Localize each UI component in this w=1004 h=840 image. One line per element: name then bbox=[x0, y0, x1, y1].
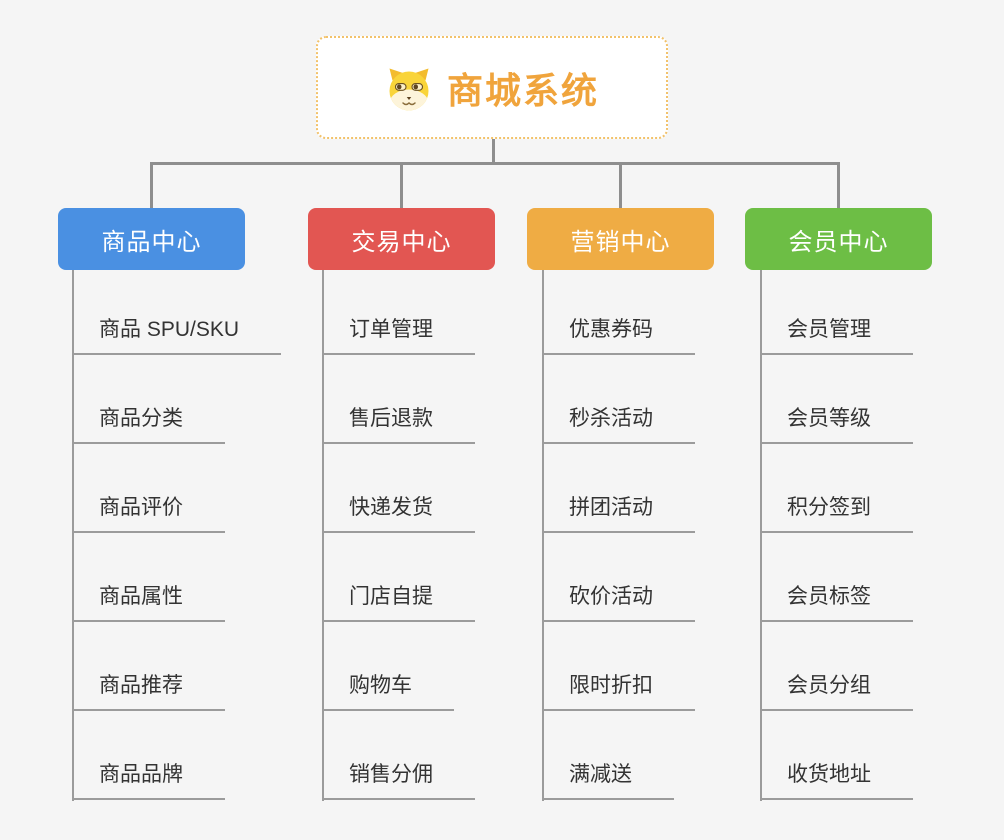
leaf-node[interactable]: 会员等级 bbox=[760, 402, 913, 444]
leaf-node[interactable]: 订单管理 bbox=[322, 313, 475, 355]
leaf-node[interactable]: 商品 SPU/SKU bbox=[72, 313, 282, 355]
branch-spine-2 bbox=[322, 270, 324, 801]
root-node[interactable]: 商城系统 bbox=[316, 36, 668, 139]
leaf-node[interactable]: 积分签到 bbox=[760, 491, 913, 533]
branch-node-member-center[interactable]: 会员中心 bbox=[745, 208, 932, 270]
leaf-node[interactable]: 收货地址 bbox=[760, 758, 913, 800]
branch-items-column-member: 会员管理 会员等级 积分签到 会员标签 会员分组 收货地址 bbox=[760, 266, 913, 800]
branch-label: 会员中心 bbox=[788, 228, 889, 256]
leaf-node[interactable]: 商品评价 bbox=[72, 491, 225, 533]
branch-items-column-trade: 订单管理 售后退款 快递发货 门店自提 购物车 销售分佣 bbox=[322, 266, 475, 800]
connector-root-vertical bbox=[492, 138, 495, 165]
branch-items-column-marketing: 优惠券码 秒杀活动 拼团活动 砍价活动 限时折扣 满减送 bbox=[542, 266, 695, 800]
leaf-node[interactable]: 商品属性 bbox=[72, 580, 225, 622]
leaf-node[interactable]: 优惠券码 bbox=[542, 313, 695, 355]
leaf-node[interactable]: 会员管理 bbox=[760, 313, 913, 355]
connector-drop-branch-4 bbox=[837, 162, 840, 210]
leaf-node[interactable]: 满减送 bbox=[542, 758, 674, 800]
leaf-node[interactable]: 限时折扣 bbox=[542, 669, 695, 711]
root-title: 商城系统 bbox=[446, 69, 599, 111]
branch-label: 交易中心 bbox=[351, 228, 452, 256]
leaf-node[interactable]: 砍价活动 bbox=[542, 580, 695, 622]
leaf-node[interactable]: 会员标签 bbox=[760, 580, 913, 622]
connector-drop-branch-1 bbox=[150, 162, 153, 210]
connector-drop-branch-2 bbox=[400, 162, 403, 210]
branch-spine-1 bbox=[72, 270, 74, 801]
doge-icon bbox=[385, 64, 433, 112]
branch-node-trade-center[interactable]: 交易中心 bbox=[308, 208, 495, 270]
leaf-node[interactable]: 商品分类 bbox=[72, 402, 225, 444]
connector-horizontal-bus bbox=[150, 162, 840, 165]
branch-label: 营销中心 bbox=[570, 228, 671, 256]
leaf-node[interactable]: 购物车 bbox=[322, 669, 454, 711]
leaf-node[interactable]: 销售分佣 bbox=[322, 758, 475, 800]
branch-spine-3 bbox=[542, 270, 544, 801]
branch-node-product-center[interactable]: 商品中心 bbox=[58, 208, 245, 270]
leaf-node[interactable]: 门店自提 bbox=[322, 580, 475, 622]
leaf-node[interactable]: 快递发货 bbox=[322, 491, 475, 533]
branch-spine-4 bbox=[760, 270, 762, 801]
leaf-node[interactable]: 商品推荐 bbox=[72, 669, 225, 711]
leaf-node[interactable]: 秒杀活动 bbox=[542, 402, 695, 444]
leaf-node[interactable]: 售后退款 bbox=[322, 402, 475, 444]
connector-drop-branch-3 bbox=[619, 162, 622, 210]
leaf-node[interactable]: 会员分组 bbox=[760, 669, 913, 711]
leaf-node[interactable]: 商品品牌 bbox=[72, 758, 225, 800]
branch-node-marketing-center[interactable]: 营销中心 bbox=[527, 208, 714, 270]
branch-items-column-product: 商品 SPU/SKU 商品分类 商品评价 商品属性 商品推荐 商品品牌 bbox=[72, 266, 282, 800]
branch-label: 商品中心 bbox=[101, 228, 202, 256]
leaf-node[interactable]: 拼团活动 bbox=[542, 491, 695, 533]
